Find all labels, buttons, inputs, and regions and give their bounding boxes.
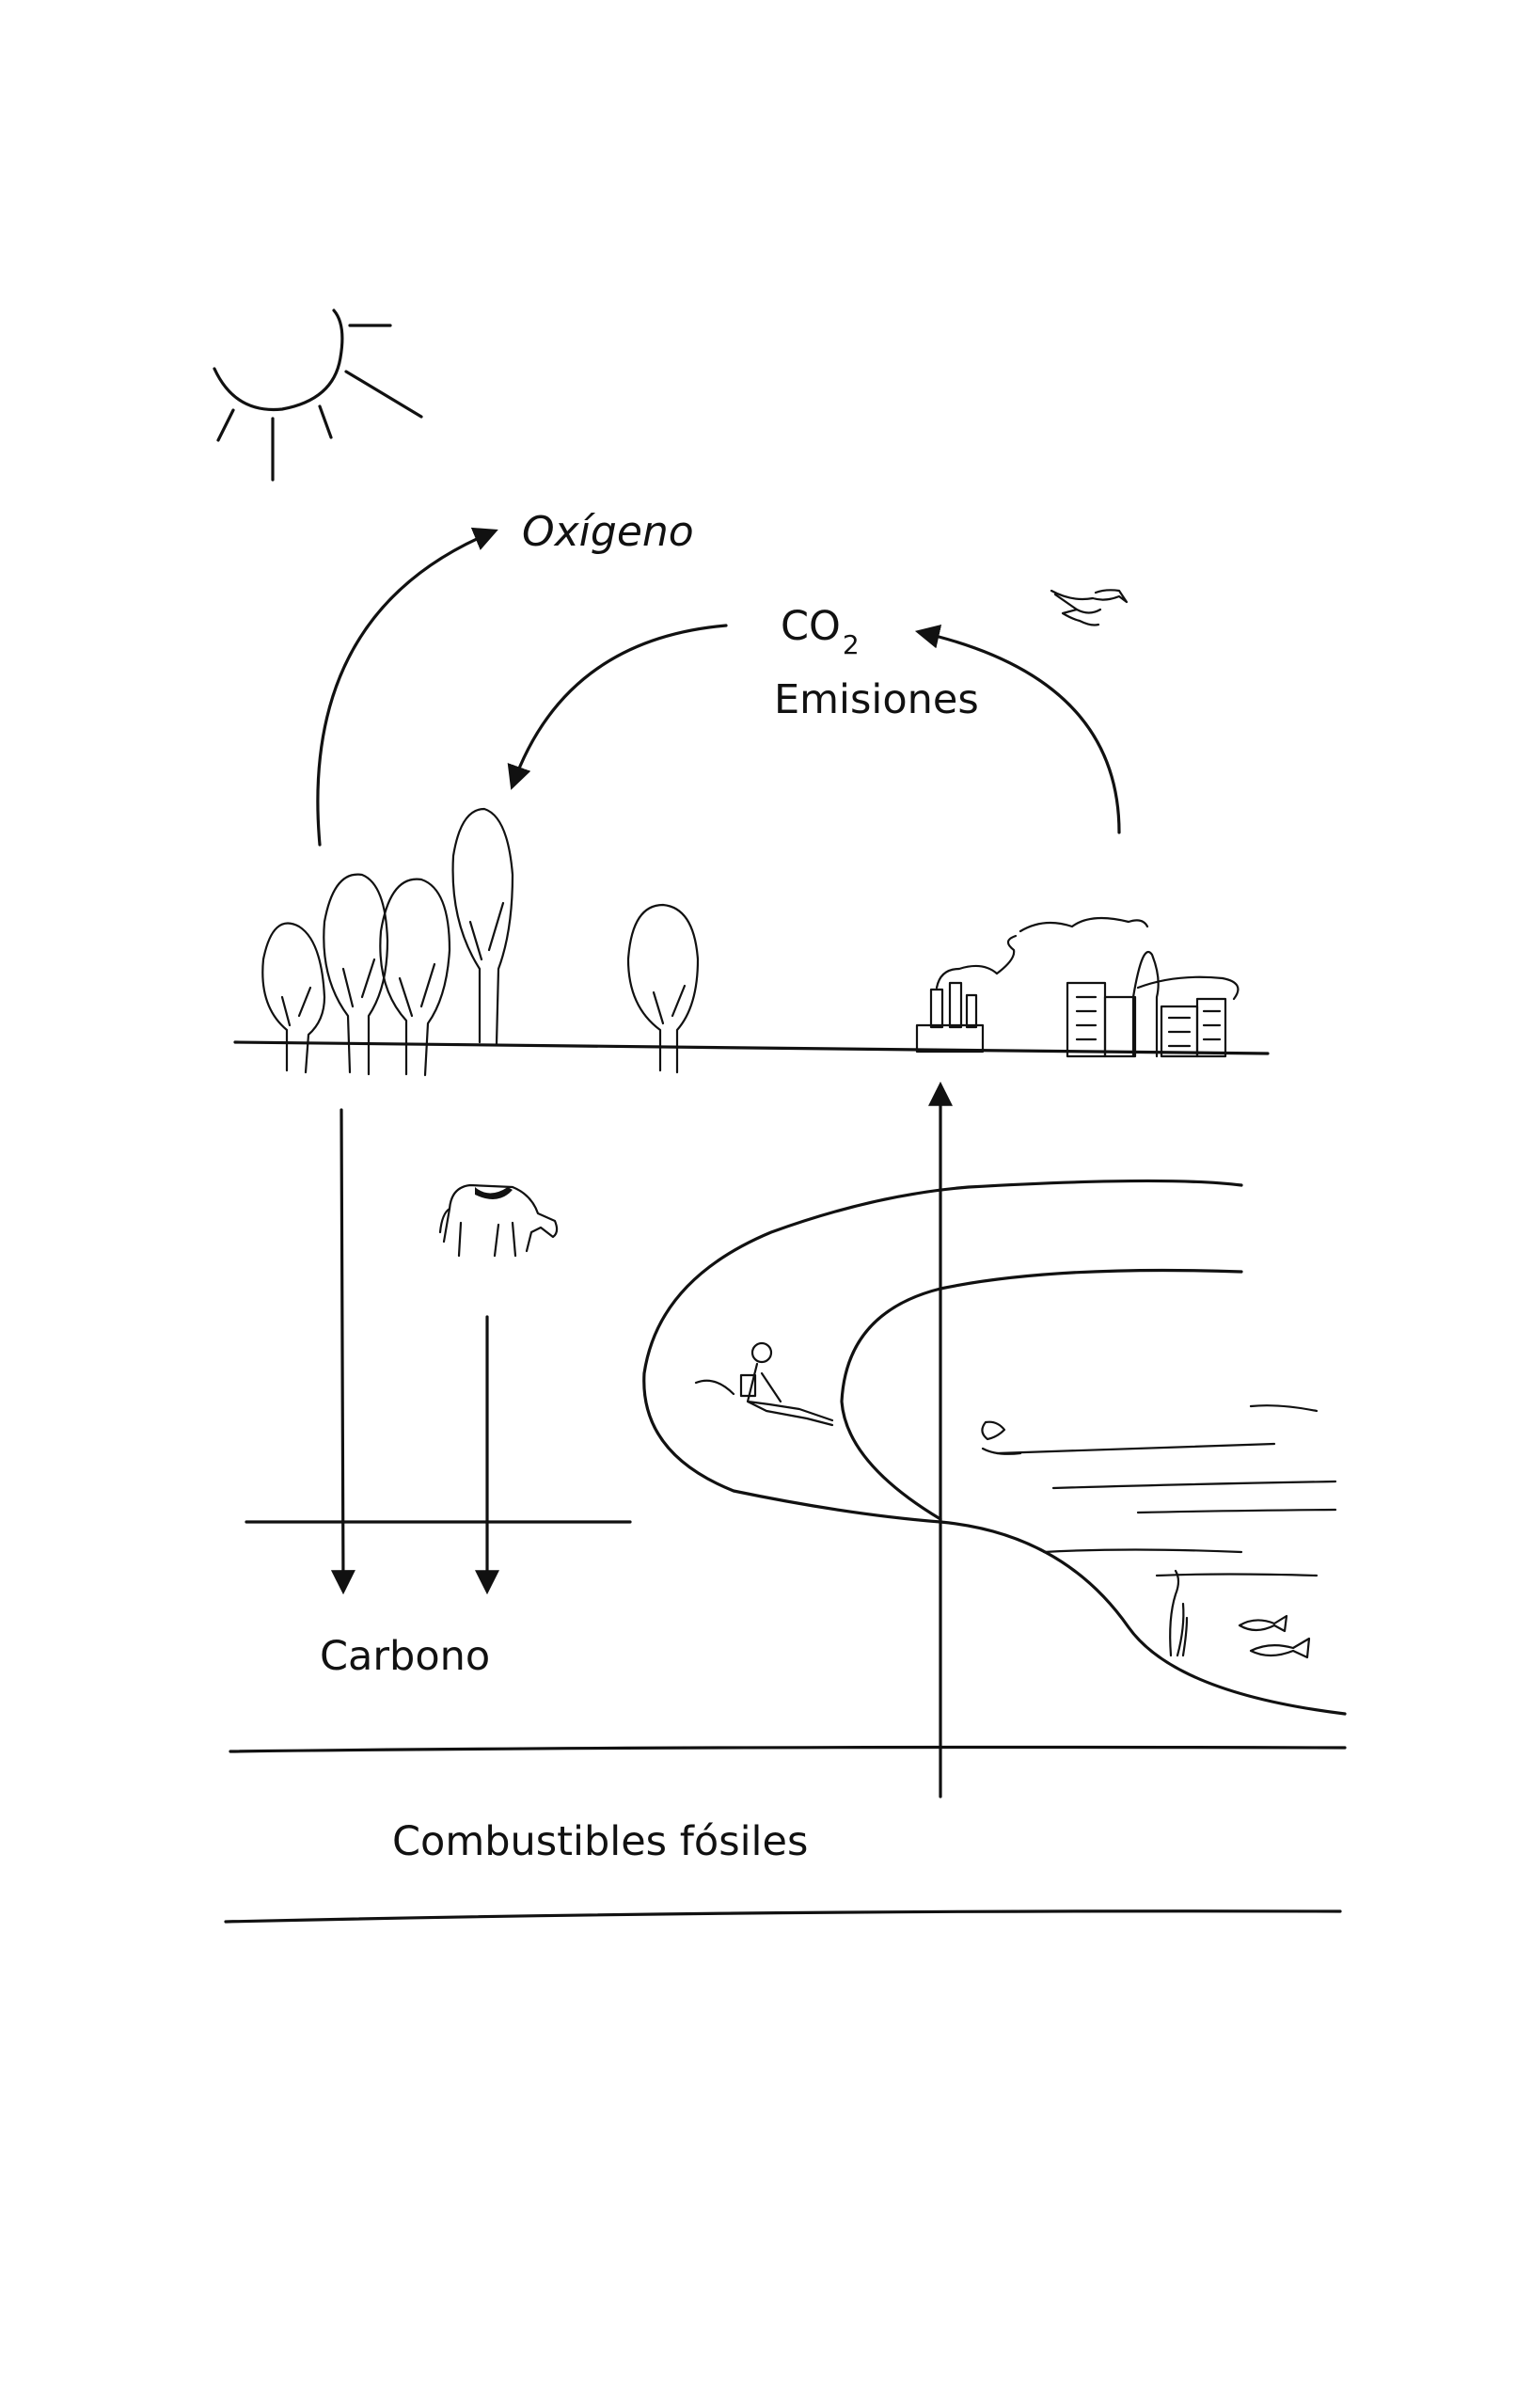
- tree-icon: [261, 922, 326, 1074]
- fossil-layer-top-line: [229, 1745, 1347, 1753]
- fish-icon: [1238, 1614, 1288, 1633]
- emissions-label: Emisiones: [774, 676, 979, 723]
- shoreline: [642, 1179, 1347, 1716]
- tree-icon: [379, 878, 451, 1077]
- sun-icon: [213, 309, 423, 482]
- person-icon: [694, 1341, 834, 1427]
- tree-icon: [323, 873, 389, 1076]
- tree-group: [261, 807, 700, 1077]
- ground-line: [233, 1040, 1270, 1055]
- sea-edge: [840, 1268, 1243, 1521]
- water-waves: [995, 1404, 1337, 1577]
- fish-icon: [1249, 1637, 1311, 1659]
- swimmer-icon: [981, 1420, 1022, 1455]
- seaweed-icon: [1169, 1569, 1189, 1657]
- tree-icon: [451, 807, 514, 1046]
- bird-icon: [1050, 589, 1129, 626]
- co2-emission-arrow: [914, 624, 1121, 834]
- carbon-label: Carbono: [320, 1633, 490, 1680]
- city-skyline-icon: [1066, 950, 1240, 1058]
- oxygen-arrow: [316, 527, 498, 847]
- co2-label: CO2: [781, 603, 860, 660]
- down-arrow-trees: [330, 1108, 355, 1595]
- oxygen-label: Oxígeno: [522, 508, 694, 556]
- co2-absorption-arrow: [507, 624, 728, 790]
- cow-icon: [438, 1183, 559, 1258]
- fossil-layer-bottom-line: [224, 1909, 1342, 1924]
- tree-icon: [626, 903, 700, 1074]
- fossil-fuels-label: Combustibles fósiles: [392, 1818, 808, 1865]
- factory-icon: [915, 916, 1149, 1054]
